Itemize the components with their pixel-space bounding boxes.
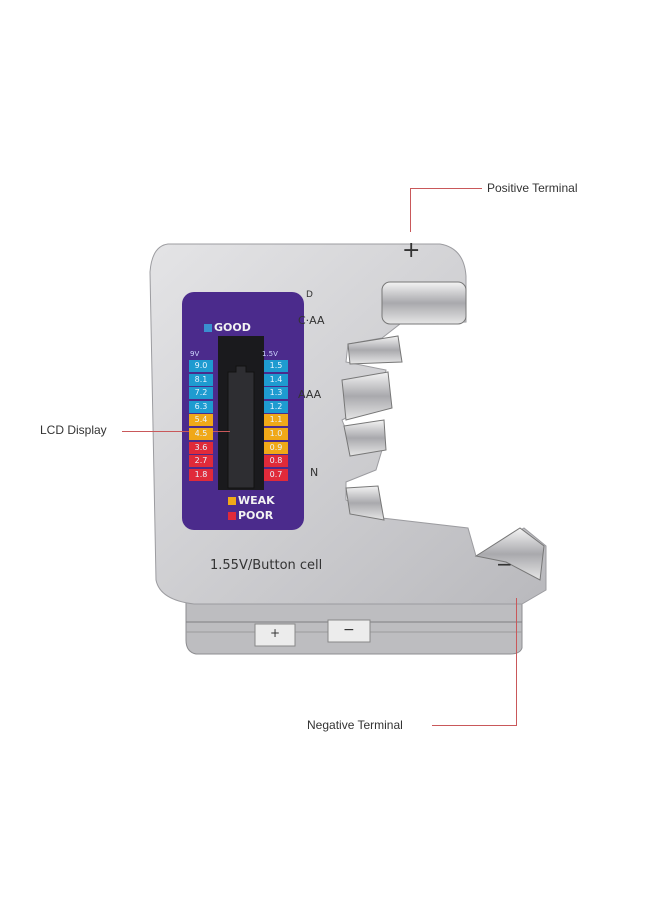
positive-terminal-label: Positive Terminal <box>487 181 578 195</box>
lcd-display-label: LCD Display <box>40 423 107 437</box>
right-scale-header: 1.5V <box>262 350 278 358</box>
left-scale-header: 9V <box>190 350 200 358</box>
right-scale-cell: 0.8 <box>264 455 288 468</box>
left-scale-cell: 9.0 <box>189 360 213 372</box>
right-scale-cell: 0.9 <box>264 441 288 454</box>
slider-minus[interactable]: − <box>343 622 355 638</box>
slot-label-n: N <box>310 466 319 479</box>
negative-callout-line-h <box>432 725 517 726</box>
minus-sign: − <box>496 552 513 576</box>
right-scale-cell: 1.5 <box>264 360 288 372</box>
lcd-callout-line <box>122 431 230 432</box>
legend-poor: POOR <box>228 509 273 522</box>
left-scale-cell: 7.2 <box>189 387 213 400</box>
right-scale-cell: 1.0 <box>264 428 288 440</box>
slider-plus[interactable]: + <box>270 626 281 640</box>
right-scale-cell: 1.3 <box>264 387 288 400</box>
negative-terminal-label: Negative Terminal <box>307 718 403 732</box>
left-scale-cell: 2.7 <box>189 455 213 468</box>
weak-swatch <box>228 497 236 505</box>
left-scale-cell: 1.8 <box>189 468 213 481</box>
negative-callout-line <box>516 598 517 726</box>
plus-sign: + <box>402 238 421 263</box>
positive-callout-line-h <box>410 188 482 189</box>
left-scale-cell: 4.5 <box>189 428 213 440</box>
legend-good: GOOD <box>204 321 251 334</box>
left-scale-cell: 8.1 <box>189 373 213 386</box>
left-scale-cell: 5.4 <box>189 414 213 427</box>
slot-label-d: D <box>306 290 313 300</box>
slot-label-c-aa: C·AA <box>298 314 325 327</box>
legend-weak: WEAK <box>228 494 275 507</box>
right-scale-cell: 0.7 <box>264 468 288 481</box>
positive-callout-line <box>410 188 411 232</box>
poor-swatch <box>228 512 236 520</box>
right-scale-cell: 1.2 <box>264 400 288 413</box>
left-scale-cell: 6.3 <box>189 400 213 413</box>
slot-label-aaa: AAA <box>298 388 322 401</box>
button-cell-label: 1.55V/Button cell <box>210 558 323 573</box>
right-scale-cell: 1.4 <box>264 373 288 386</box>
right-scale-cell: 1.1 <box>264 414 288 427</box>
good-swatch <box>204 324 212 332</box>
left-scale-cell: 3.6 <box>189 441 213 454</box>
